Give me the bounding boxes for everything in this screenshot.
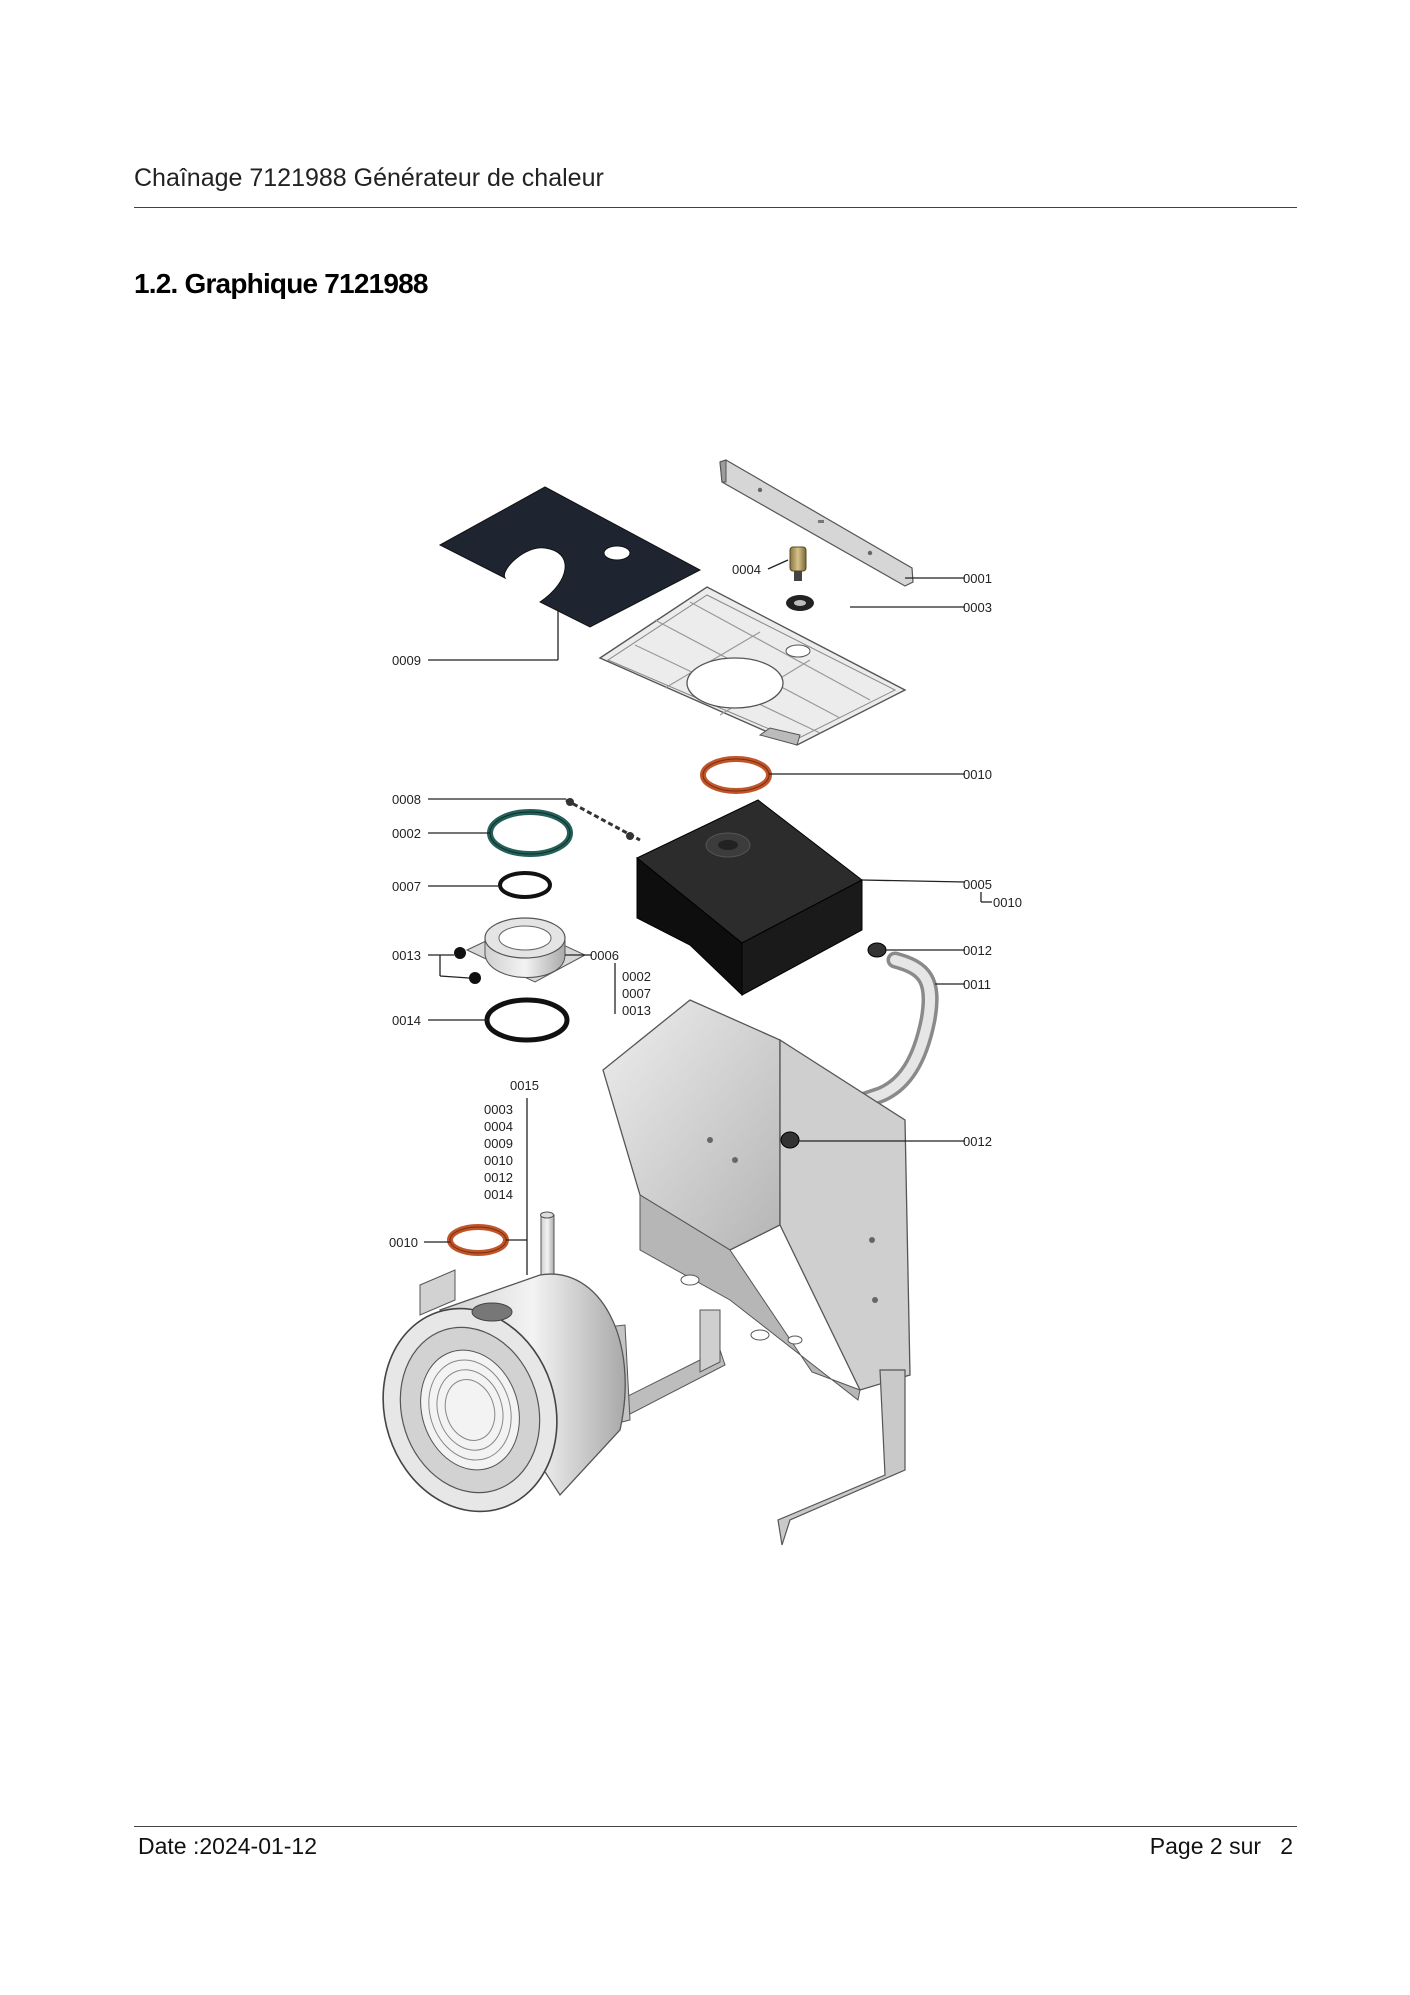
label-0003: 0003 (963, 600, 992, 615)
mounting-rail-part (719, 459, 914, 587)
label-0004: 0004 (732, 562, 761, 577)
label-0008: 0008 (392, 792, 421, 807)
clip-upper-part (867, 942, 887, 958)
gasket-upper-part (700, 756, 772, 794)
label-0015-sub-0010: 0010 (484, 1153, 513, 1168)
label-0006-sub-0002: 0002 (622, 969, 651, 984)
oring-large-part (484, 997, 570, 1043)
green-seal-part (487, 809, 573, 857)
label-0015-sub-0009: 0009 (484, 1136, 513, 1151)
pipe-part (811, 951, 939, 1124)
label-0015-sub-0012: 0012 (484, 1170, 513, 1185)
footer-page-number: Page 2 sur 2 (1149, 1833, 1293, 1859)
label-0015-sub-0004: 0004 (484, 1119, 513, 1134)
burner-flange-part (465, 917, 587, 983)
label-0001: 0001 (963, 571, 992, 586)
combustion-box-part (636, 799, 863, 997)
screws-part (454, 947, 481, 984)
header-divider (134, 207, 1297, 208)
label-0010-lower: 0010 (389, 1235, 418, 1250)
air-vent-part (789, 546, 807, 581)
label-0012-upper: 0012 (963, 943, 992, 958)
label-0006: 0006 (590, 948, 619, 963)
label-0006-sub-0013: 0013 (622, 1003, 651, 1018)
insulation-mat-part (438, 486, 702, 628)
cover-plate-part (598, 586, 907, 746)
label-0009: 0009 (392, 653, 421, 668)
label-0015: 0015 (510, 1078, 539, 1093)
label-0007: 0007 (392, 879, 421, 894)
clip-lower-part (780, 1131, 800, 1149)
label-0015-sub-0003: 0003 (484, 1102, 513, 1117)
label-0005: 0005 (963, 877, 992, 892)
document-header-title: Chaînage 7121988 Générateur de chaleur (134, 164, 604, 192)
casing-part (602, 999, 911, 1546)
label-0015-sub-0014: 0014 (484, 1187, 513, 1202)
leader-lines (424, 559, 992, 1275)
heat-exchanger-part (382, 1211, 631, 1513)
support-bracket-part (619, 1309, 726, 1416)
oring-small-part (498, 871, 552, 899)
footer-date: Date :2024-01-12 (138, 1833, 318, 1859)
label-0014: 0014 (392, 1013, 421, 1028)
electrode-part (565, 798, 641, 842)
label-0011: 0011 (963, 977, 991, 992)
label-0012-lower: 0012 (963, 1134, 992, 1149)
gasket-lower-part (447, 1224, 509, 1256)
label-0013: 0013 (392, 948, 421, 963)
label-0006-sub-0007: 0007 (622, 986, 651, 1001)
section-heading: 1.2. Graphique 7121988 (134, 268, 428, 299)
label-0005-sub-0010: 0010 (993, 895, 1022, 910)
footer-divider (134, 1826, 1297, 1827)
label-0002: 0002 (392, 826, 421, 841)
label-0010-upper: 0010 (963, 767, 992, 782)
washer-part (786, 595, 814, 611)
